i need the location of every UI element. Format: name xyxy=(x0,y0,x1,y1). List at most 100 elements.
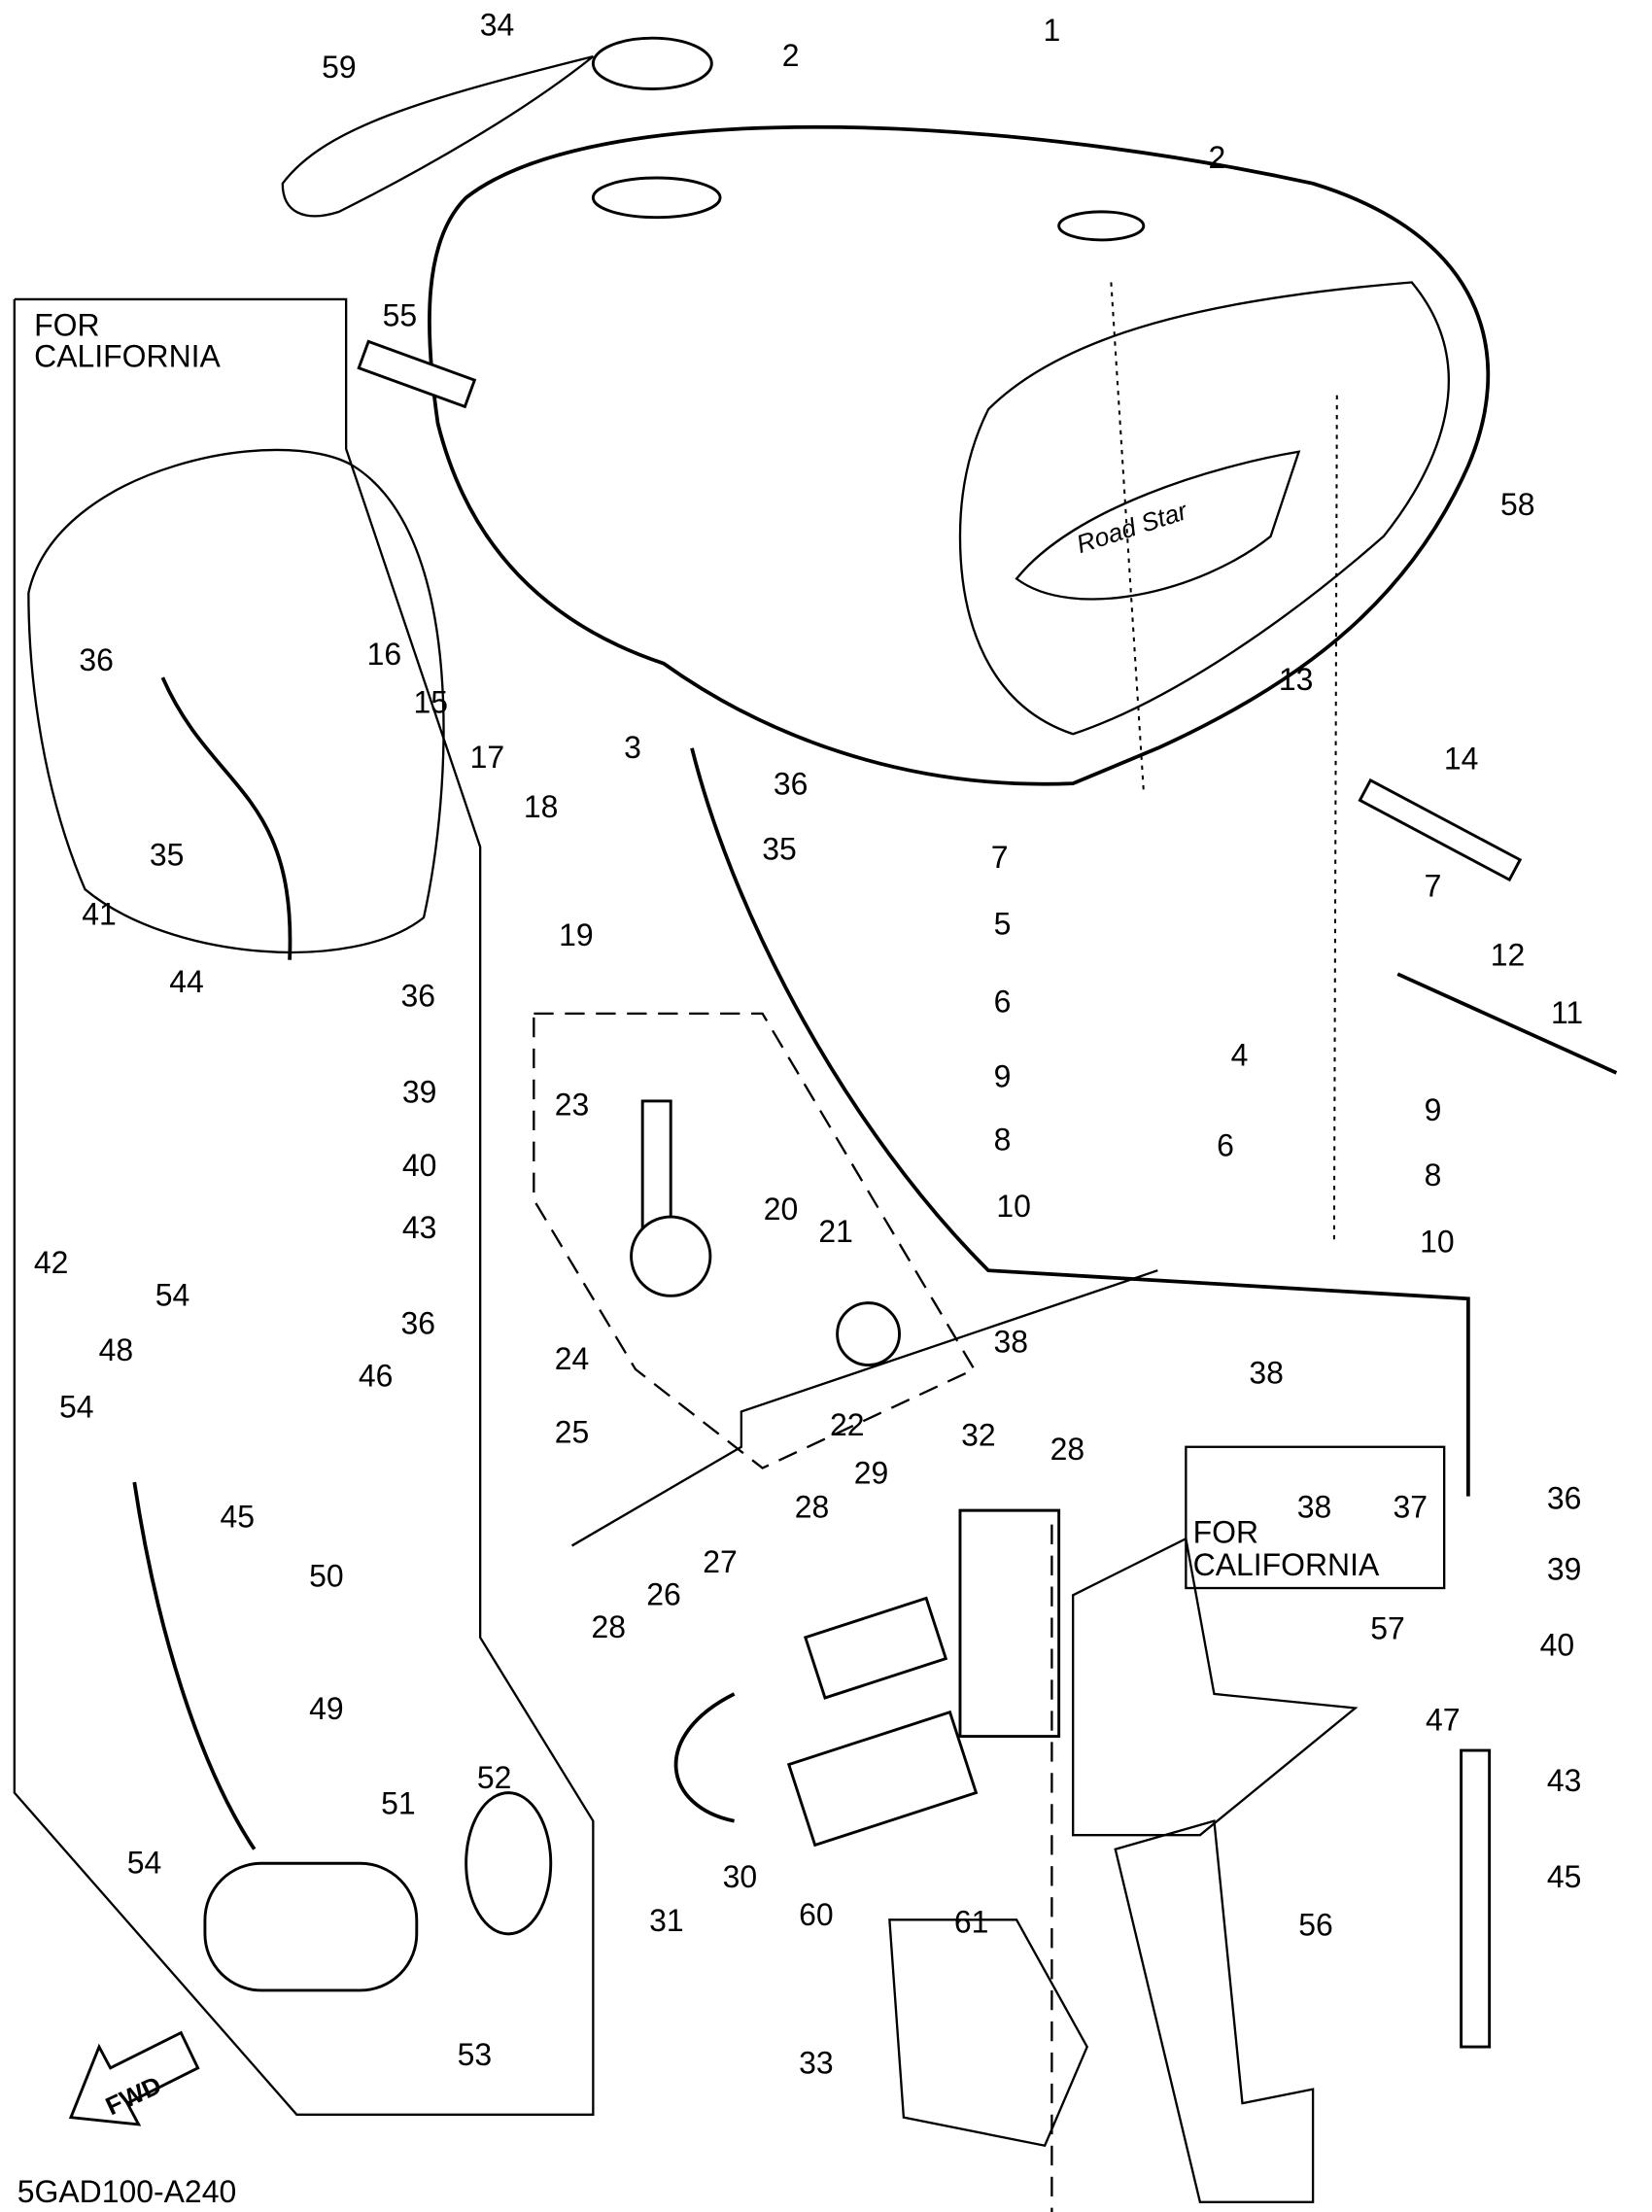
part-number-label: 59 xyxy=(322,50,357,85)
part-number-label: 17 xyxy=(470,740,505,775)
part-number-label: 38 xyxy=(1249,1355,1284,1390)
part-number-label: 14 xyxy=(1444,742,1479,777)
part-number-label: 27 xyxy=(703,1544,738,1579)
part-number-label: 46 xyxy=(359,1358,394,1393)
fuel-pump-60 xyxy=(786,1710,979,1848)
part-number-label: 41 xyxy=(82,896,117,931)
part-number-label: 2 xyxy=(782,38,800,73)
california-small-box-line2: CALIFORNIA xyxy=(1193,1547,1380,1582)
part-number-label: 1 xyxy=(1044,13,1061,48)
part-number-label: 15 xyxy=(414,684,449,719)
california-hose-35 xyxy=(160,676,293,960)
part-number-label: 31 xyxy=(649,1903,684,1938)
bracket-57 xyxy=(1072,1537,1359,1837)
part-number-label: 29 xyxy=(854,1456,889,1491)
part-number-label: 13 xyxy=(1279,662,1314,697)
mount-axis-rear xyxy=(1332,395,1338,1243)
part-number-label: 39 xyxy=(1547,1551,1582,1586)
rod-14 xyxy=(1358,778,1523,882)
fuel-cock-assembly-boundary xyxy=(533,1012,977,1469)
fuel-cap xyxy=(591,36,713,90)
part-number-label: 12 xyxy=(1491,937,1526,972)
fuel-filter-29 xyxy=(803,1596,948,1700)
part-number-label: 38 xyxy=(1297,1489,1332,1524)
part-number-label: 10 xyxy=(996,1189,1031,1224)
part-number-label: 10 xyxy=(1420,1224,1455,1259)
part-number-label: 24 xyxy=(555,1341,590,1376)
part-number-label: 56 xyxy=(1298,1907,1333,1942)
california-tank-outline xyxy=(27,448,445,954)
fuel-tank xyxy=(428,124,1491,786)
canister-51 xyxy=(203,1861,419,1992)
part-number-label: 28 xyxy=(795,1489,830,1524)
part-number-label: 49 xyxy=(309,1691,344,1726)
fuel-cock-body xyxy=(630,1215,712,1297)
canister-cover-52 xyxy=(465,1791,553,1936)
part-number-label: 34 xyxy=(480,7,515,42)
bolt-11 xyxy=(1396,972,1618,1075)
part-number-label: 53 xyxy=(458,2037,493,2072)
part-number-label: 36 xyxy=(79,642,114,677)
road-star-logo-text: Road Star xyxy=(1073,496,1191,559)
part-number-label: 20 xyxy=(764,1192,799,1227)
part-number-label: 61 xyxy=(954,1904,989,1939)
fuel-tank-trim xyxy=(958,281,1450,736)
part-number-label: 25 xyxy=(555,1414,590,1449)
part-number-label: 48 xyxy=(99,1332,134,1367)
part-number-label: 39 xyxy=(402,1074,437,1109)
part-number-label: 7 xyxy=(1425,868,1442,903)
part-number-label: 51 xyxy=(381,1785,416,1820)
part-number-label: 40 xyxy=(1540,1628,1575,1663)
bracket-56 xyxy=(1114,1819,1315,2203)
part-number-label: 6 xyxy=(1217,1128,1234,1163)
part-number-label: 54 xyxy=(155,1278,190,1313)
part-number-label: 42 xyxy=(34,1245,69,1280)
california-box-title-line1: FOR xyxy=(34,308,99,343)
part-number-label: 36 xyxy=(774,767,809,802)
bracket-32 xyxy=(958,1508,1061,1738)
california-box-outline xyxy=(13,297,595,2116)
part-number-label: 36 xyxy=(1547,1481,1582,1516)
part-number-label: 45 xyxy=(221,1500,256,1535)
california-box-title-line2: CALIFORNIA xyxy=(34,339,221,374)
part-number-label: 38 xyxy=(994,1324,1029,1359)
part-number-label: 36 xyxy=(400,1306,435,1341)
part-number-label: 40 xyxy=(402,1148,437,1183)
part-number-label: 50 xyxy=(309,1559,344,1594)
fwd-arrow-icon: FWD xyxy=(68,2030,200,2126)
part-number-label: 28 xyxy=(592,1609,627,1644)
part-number-label: 37 xyxy=(1394,1489,1428,1524)
rod-55 xyxy=(357,339,477,409)
part-number-label: 43 xyxy=(1547,1763,1582,1798)
part-number-label: 6 xyxy=(994,984,1012,1019)
hose-45 xyxy=(1460,1748,1492,2049)
part-number-label: 8 xyxy=(1425,1158,1442,1192)
leader-group-outline xyxy=(570,1269,1158,1547)
part-number-label: 21 xyxy=(818,1214,853,1249)
california-small-box-line1: FOR xyxy=(1193,1515,1258,1550)
part-number-label: 23 xyxy=(555,1087,590,1122)
part-number-label: 54 xyxy=(59,1389,94,1424)
part-number-label: 54 xyxy=(127,1845,162,1880)
part-number-label: 33 xyxy=(799,2046,834,2081)
part-number-label: 55 xyxy=(383,298,418,333)
california-hose-45 xyxy=(132,1481,257,1850)
part-number-label: 3 xyxy=(624,730,641,765)
part-number-label: 9 xyxy=(1425,1092,1442,1127)
part-number-label: 2 xyxy=(1208,140,1225,175)
part-number-label: 11 xyxy=(1551,995,1583,1030)
part-number-label: 5 xyxy=(994,907,1012,942)
part-number-label: 7 xyxy=(991,840,1009,875)
part-number-label: 35 xyxy=(762,832,797,867)
part-number-label: 36 xyxy=(400,979,435,1014)
part-number-label: 60 xyxy=(799,1897,834,1932)
tank-emblem-mount xyxy=(1057,210,1146,242)
tank-pad xyxy=(281,54,595,218)
part-number-label: 22 xyxy=(830,1407,865,1442)
part-number-label: 47 xyxy=(1426,1703,1461,1738)
part-number-label: 32 xyxy=(961,1417,996,1452)
part-number-label: 43 xyxy=(402,1210,437,1245)
part-number-label: 19 xyxy=(559,917,594,952)
part-number-label: 57 xyxy=(1370,1610,1405,1645)
